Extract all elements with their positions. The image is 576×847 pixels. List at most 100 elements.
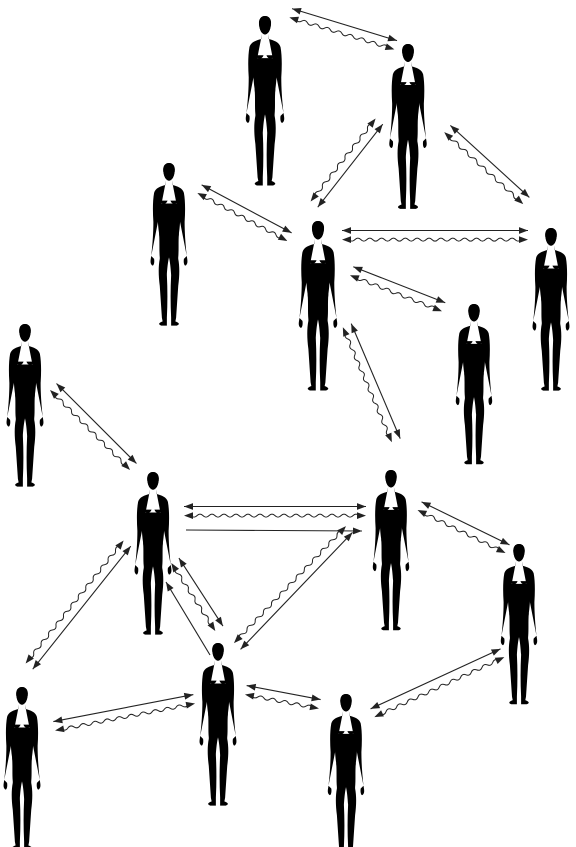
person-figure-9 bbox=[372, 470, 410, 631]
arrowhead bbox=[56, 383, 66, 393]
arrowhead bbox=[178, 558, 187, 568]
connector-f8-f11-paired bbox=[25, 540, 132, 670]
wavy-line bbox=[344, 333, 390, 437]
arrowhead bbox=[374, 710, 384, 718]
arrowhead bbox=[240, 640, 250, 650]
figures-layer bbox=[3, 16, 570, 847]
person-figure-8 bbox=[134, 472, 172, 635]
wavy-line bbox=[448, 136, 519, 200]
wavy-line bbox=[314, 123, 372, 197]
arrowhead bbox=[215, 616, 223, 627]
connector-f12-f8-straight bbox=[165, 581, 211, 656]
arrowhead bbox=[435, 296, 446, 303]
arrowhead bbox=[25, 654, 34, 664]
connector-f8-f9-straight bbox=[185, 527, 363, 535]
arrowhead bbox=[367, 118, 376, 128]
arrowhead bbox=[342, 327, 350, 337]
wavy-line bbox=[348, 237, 522, 242]
person-figure-2 bbox=[389, 44, 427, 209]
wavy-line bbox=[356, 277, 436, 309]
arrowhead bbox=[370, 701, 381, 709]
arrowhead bbox=[417, 510, 428, 518]
straight-line bbox=[56, 383, 137, 464]
person-figure-10 bbox=[500, 544, 538, 705]
straight-line bbox=[165, 581, 211, 656]
arrowhead bbox=[277, 233, 288, 241]
arrowhead bbox=[53, 716, 63, 724]
wavy-line bbox=[295, 19, 389, 48]
arrowhead bbox=[519, 227, 528, 234]
arrowhead bbox=[317, 197, 326, 208]
arrowhead bbox=[494, 657, 505, 664]
straight-line bbox=[350, 323, 401, 439]
straight-line bbox=[449, 125, 530, 198]
arrowhead bbox=[393, 429, 401, 439]
arrowhead bbox=[311, 694, 321, 702]
arrowhead bbox=[357, 512, 366, 519]
straight-line bbox=[353, 266, 446, 304]
person-figure-6 bbox=[455, 304, 493, 465]
arrowhead bbox=[385, 432, 392, 443]
connector-f2-f5-paired bbox=[444, 125, 530, 205]
arrowhead bbox=[233, 634, 243, 644]
straight-line bbox=[201, 184, 292, 234]
arrowhead bbox=[374, 124, 383, 134]
arrowhead bbox=[353, 266, 363, 274]
arrowhead bbox=[246, 683, 257, 691]
arrowhead bbox=[421, 501, 432, 509]
arrowhead bbox=[121, 461, 131, 470]
arrowhead bbox=[292, 8, 302, 15]
person-figure-13 bbox=[327, 694, 365, 847]
arrowhead bbox=[185, 701, 196, 709]
arrowhead bbox=[520, 188, 530, 198]
arrowhead bbox=[55, 725, 65, 733]
straight-line bbox=[291, 8, 398, 42]
connector-f4-f6-paired bbox=[349, 266, 446, 312]
arrowhead bbox=[349, 275, 360, 282]
arrowhead bbox=[384, 43, 395, 50]
arrowhead bbox=[50, 389, 59, 399]
connector-f1-f2-paired bbox=[289, 8, 398, 50]
arrowhead bbox=[342, 227, 351, 234]
arrowhead bbox=[351, 323, 358, 334]
arrowhead bbox=[289, 16, 299, 24]
arrowhead bbox=[309, 703, 319, 711]
wavy-line bbox=[238, 530, 342, 639]
connector-f4-f9-paired bbox=[342, 323, 401, 443]
connector-f8-f12-paired bbox=[171, 557, 224, 632]
arrowhead bbox=[514, 195, 524, 205]
arrowhead bbox=[122, 546, 131, 556]
arrowhead bbox=[115, 540, 124, 550]
connections-layer bbox=[25, 8, 530, 733]
arrowhead bbox=[357, 503, 366, 510]
straight-line bbox=[53, 694, 194, 723]
arrowhead bbox=[244, 692, 255, 700]
arrowhead bbox=[184, 503, 193, 510]
arrowhead bbox=[166, 582, 174, 592]
straight-line bbox=[185, 529, 363, 532]
arrowhead bbox=[171, 563, 180, 573]
arrowhead bbox=[432, 304, 442, 312]
connector-f4-f5-paired bbox=[342, 227, 528, 243]
arrowhead bbox=[201, 184, 212, 193]
arrowhead bbox=[282, 225, 292, 233]
arrowhead bbox=[490, 648, 501, 656]
straight-line bbox=[178, 557, 224, 627]
wavy-line bbox=[54, 394, 126, 466]
arrowhead bbox=[127, 454, 137, 464]
wavy-line bbox=[203, 196, 282, 239]
arrowhead bbox=[450, 125, 460, 134]
arrowhead bbox=[499, 537, 510, 545]
person-figure-12 bbox=[199, 643, 237, 806]
person-figure-5 bbox=[532, 228, 570, 391]
arrowhead bbox=[337, 526, 346, 535]
arrowhead bbox=[519, 236, 528, 243]
person-figure-7 bbox=[6, 324, 44, 487]
arrowhead bbox=[207, 621, 216, 632]
connector-f3-f4-paired bbox=[197, 184, 292, 241]
person-figure-3 bbox=[150, 163, 188, 326]
straight-line bbox=[246, 685, 321, 701]
person-figure-1 bbox=[245, 16, 285, 186]
connector-f9-f10-paired bbox=[417, 501, 510, 554]
arrowhead bbox=[197, 192, 207, 201]
